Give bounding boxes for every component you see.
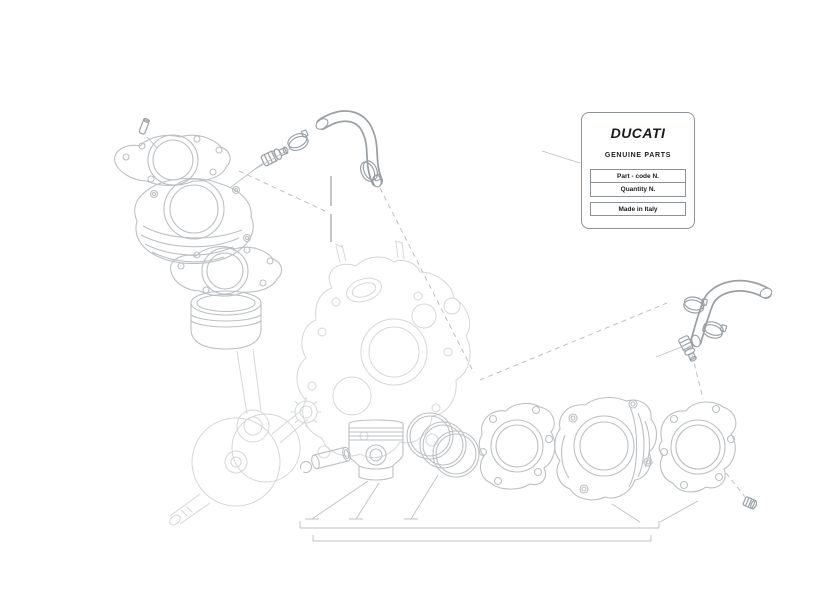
coolant-hose-front — [260, 110, 383, 188]
coolant-hose-rear — [678, 279, 773, 362]
hose-clamp-rear-upper — [683, 296, 708, 314]
dowel-leader-line — [146, 136, 158, 149]
made-in-italy-cell: Made in Italy — [590, 202, 686, 216]
genuine-parts-label: DUCATI GENUINE PARTS Part - code N. Quan… — [581, 112, 695, 229]
head-gasket-right — [658, 401, 737, 493]
crankshaft-conrod-assembly — [169, 348, 321, 526]
base-gasket-left — [170, 246, 282, 297]
piston-front — [348, 419, 404, 481]
genuine-parts-text: GENUINE PARTS — [604, 152, 672, 159]
screw-plug — [742, 496, 758, 510]
hose-clamp-front-upper — [287, 129, 309, 152]
piston-rings — [406, 412, 480, 478]
head-gasket-left — [114, 134, 231, 187]
label-fields: Part - code N. Quantity N. Made in Italy — [590, 169, 686, 216]
gudgeon-pin — [311, 446, 351, 470]
callout-leader-lines — [230, 147, 699, 523]
dowel-pin — [138, 118, 150, 135]
quantity-cell: Quantity N. — [590, 183, 686, 197]
base-gasket-right — [478, 402, 556, 490]
ducati-logo: DUCATI — [610, 125, 666, 141]
hose-clamp-front-lower — [359, 160, 382, 182]
hose-union-front — [260, 146, 289, 167]
hose-clamp-rear-lower — [702, 321, 728, 339]
group-brackets — [299, 518, 660, 542]
piston-left — [190, 290, 262, 350]
circlip — [299, 461, 313, 474]
label-leader-line — [541, 150, 581, 164]
part-code-cell: Part - code N. — [590, 169, 686, 183]
assembly-reference-lines — [238, 170, 746, 498]
cylinder-right — [554, 396, 657, 501]
